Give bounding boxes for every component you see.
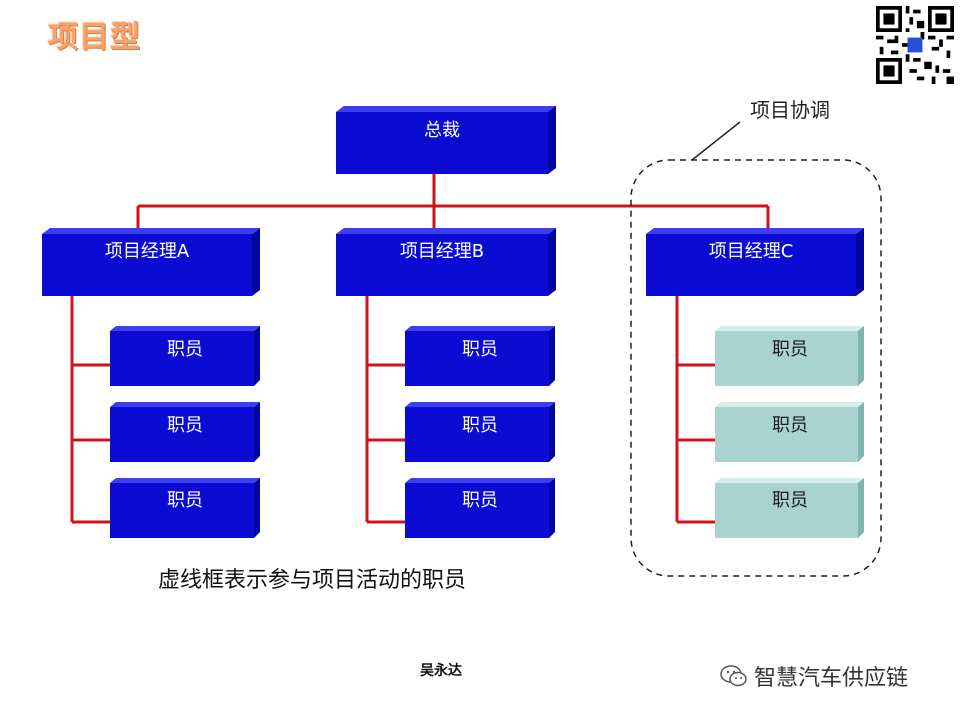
qr-code-icon: [876, 6, 954, 84]
staff-c1-label: 职员: [772, 339, 808, 360]
diagram-caption: 虚线框表示参与项目活动的职员: [158, 568, 467, 593]
brand-watermark: 智慧汽车供应链: [720, 660, 908, 692]
staff-a3-label: 职员: [167, 490, 203, 511]
brand-name: 智慧汽车供应链: [754, 666, 909, 691]
staff-b2-label: 职员: [462, 415, 498, 436]
coordination-dashed-frame: [630, 159, 882, 577]
staff-box-b1: [405, 326, 555, 386]
staff-box-b3: [405, 478, 555, 538]
staff-box-c1: [715, 326, 864, 386]
manager-b-box: [336, 228, 556, 296]
manager-b-label: 项目经理B: [399, 241, 485, 262]
staff-b3-label: 职员: [462, 490, 498, 511]
manager-a-label: 项目经理A: [104, 241, 190, 262]
staff-box-a1: [110, 326, 260, 386]
staff-box-a3: [110, 478, 260, 538]
connector-lines: [70, 174, 770, 524]
staff-c3-label: 职员: [772, 490, 808, 511]
staff-box-b2: [405, 402, 555, 462]
staff-box-c2: [715, 402, 864, 462]
staff-box-c3: [715, 478, 864, 538]
staff-b1-label: 职员: [462, 339, 498, 360]
staff-a2-label: 职员: [167, 415, 203, 436]
manager-c-label: 项目经理C: [708, 241, 794, 262]
staff-a1-label: 职员: [167, 339, 203, 360]
page-title: 项目型: [48, 20, 141, 55]
manager-a-box: [42, 228, 260, 296]
wechat-icon: [720, 665, 747, 687]
staff-box-a2: [110, 402, 260, 462]
coordination-label: 项目协调: [750, 98, 830, 122]
staff-c2-label: 职员: [772, 415, 808, 436]
coordination-pointer-line: [691, 121, 741, 161]
president-label: 总裁: [424, 120, 460, 141]
president-box: [336, 106, 556, 174]
manager-c-box: [646, 228, 864, 296]
author-name: 吴永达: [420, 663, 462, 679]
